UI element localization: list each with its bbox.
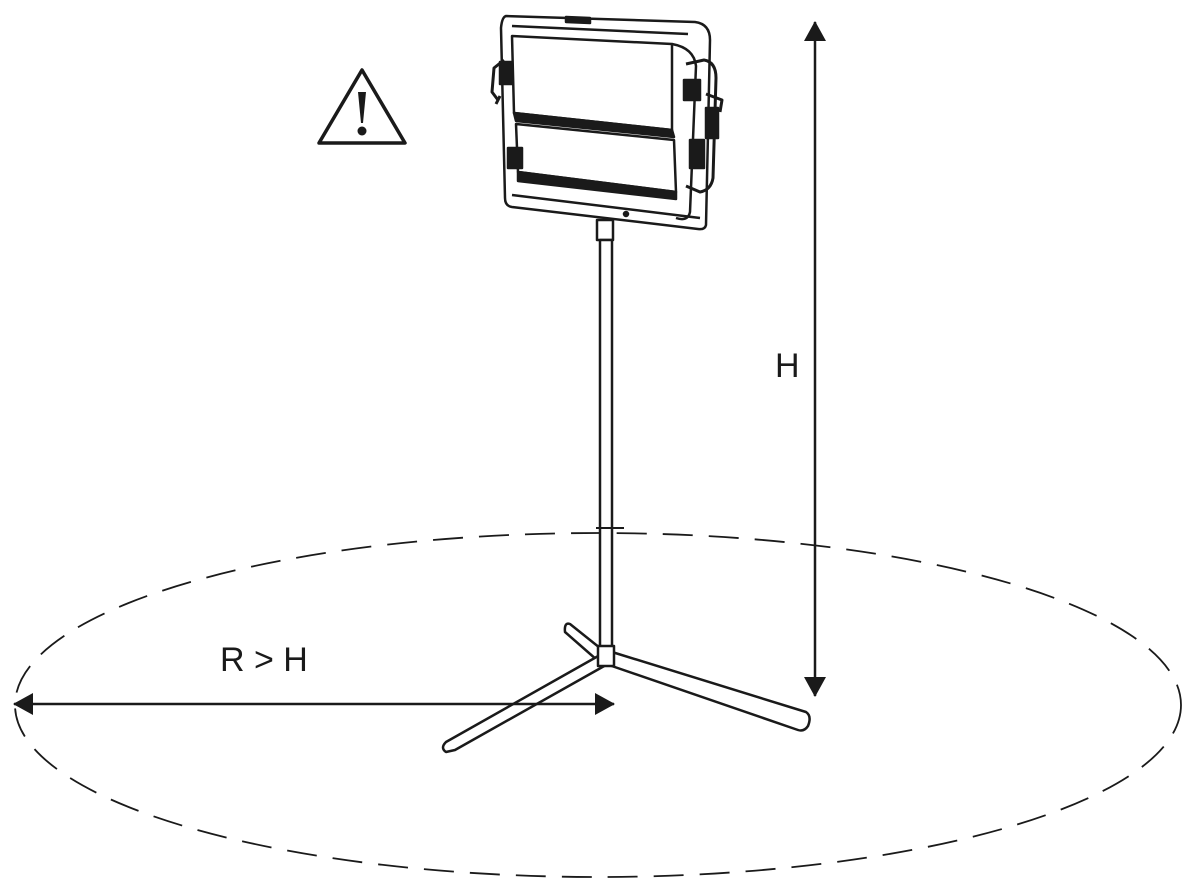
danger-zone-ellipse (14, 532, 1182, 878)
radius-condition-label: R > H (220, 641, 308, 679)
light-stand (441, 218, 811, 754)
height-label: H (775, 347, 800, 385)
light-fixture (490, 14, 724, 231)
warning-triangle-icon (317, 68, 407, 145)
